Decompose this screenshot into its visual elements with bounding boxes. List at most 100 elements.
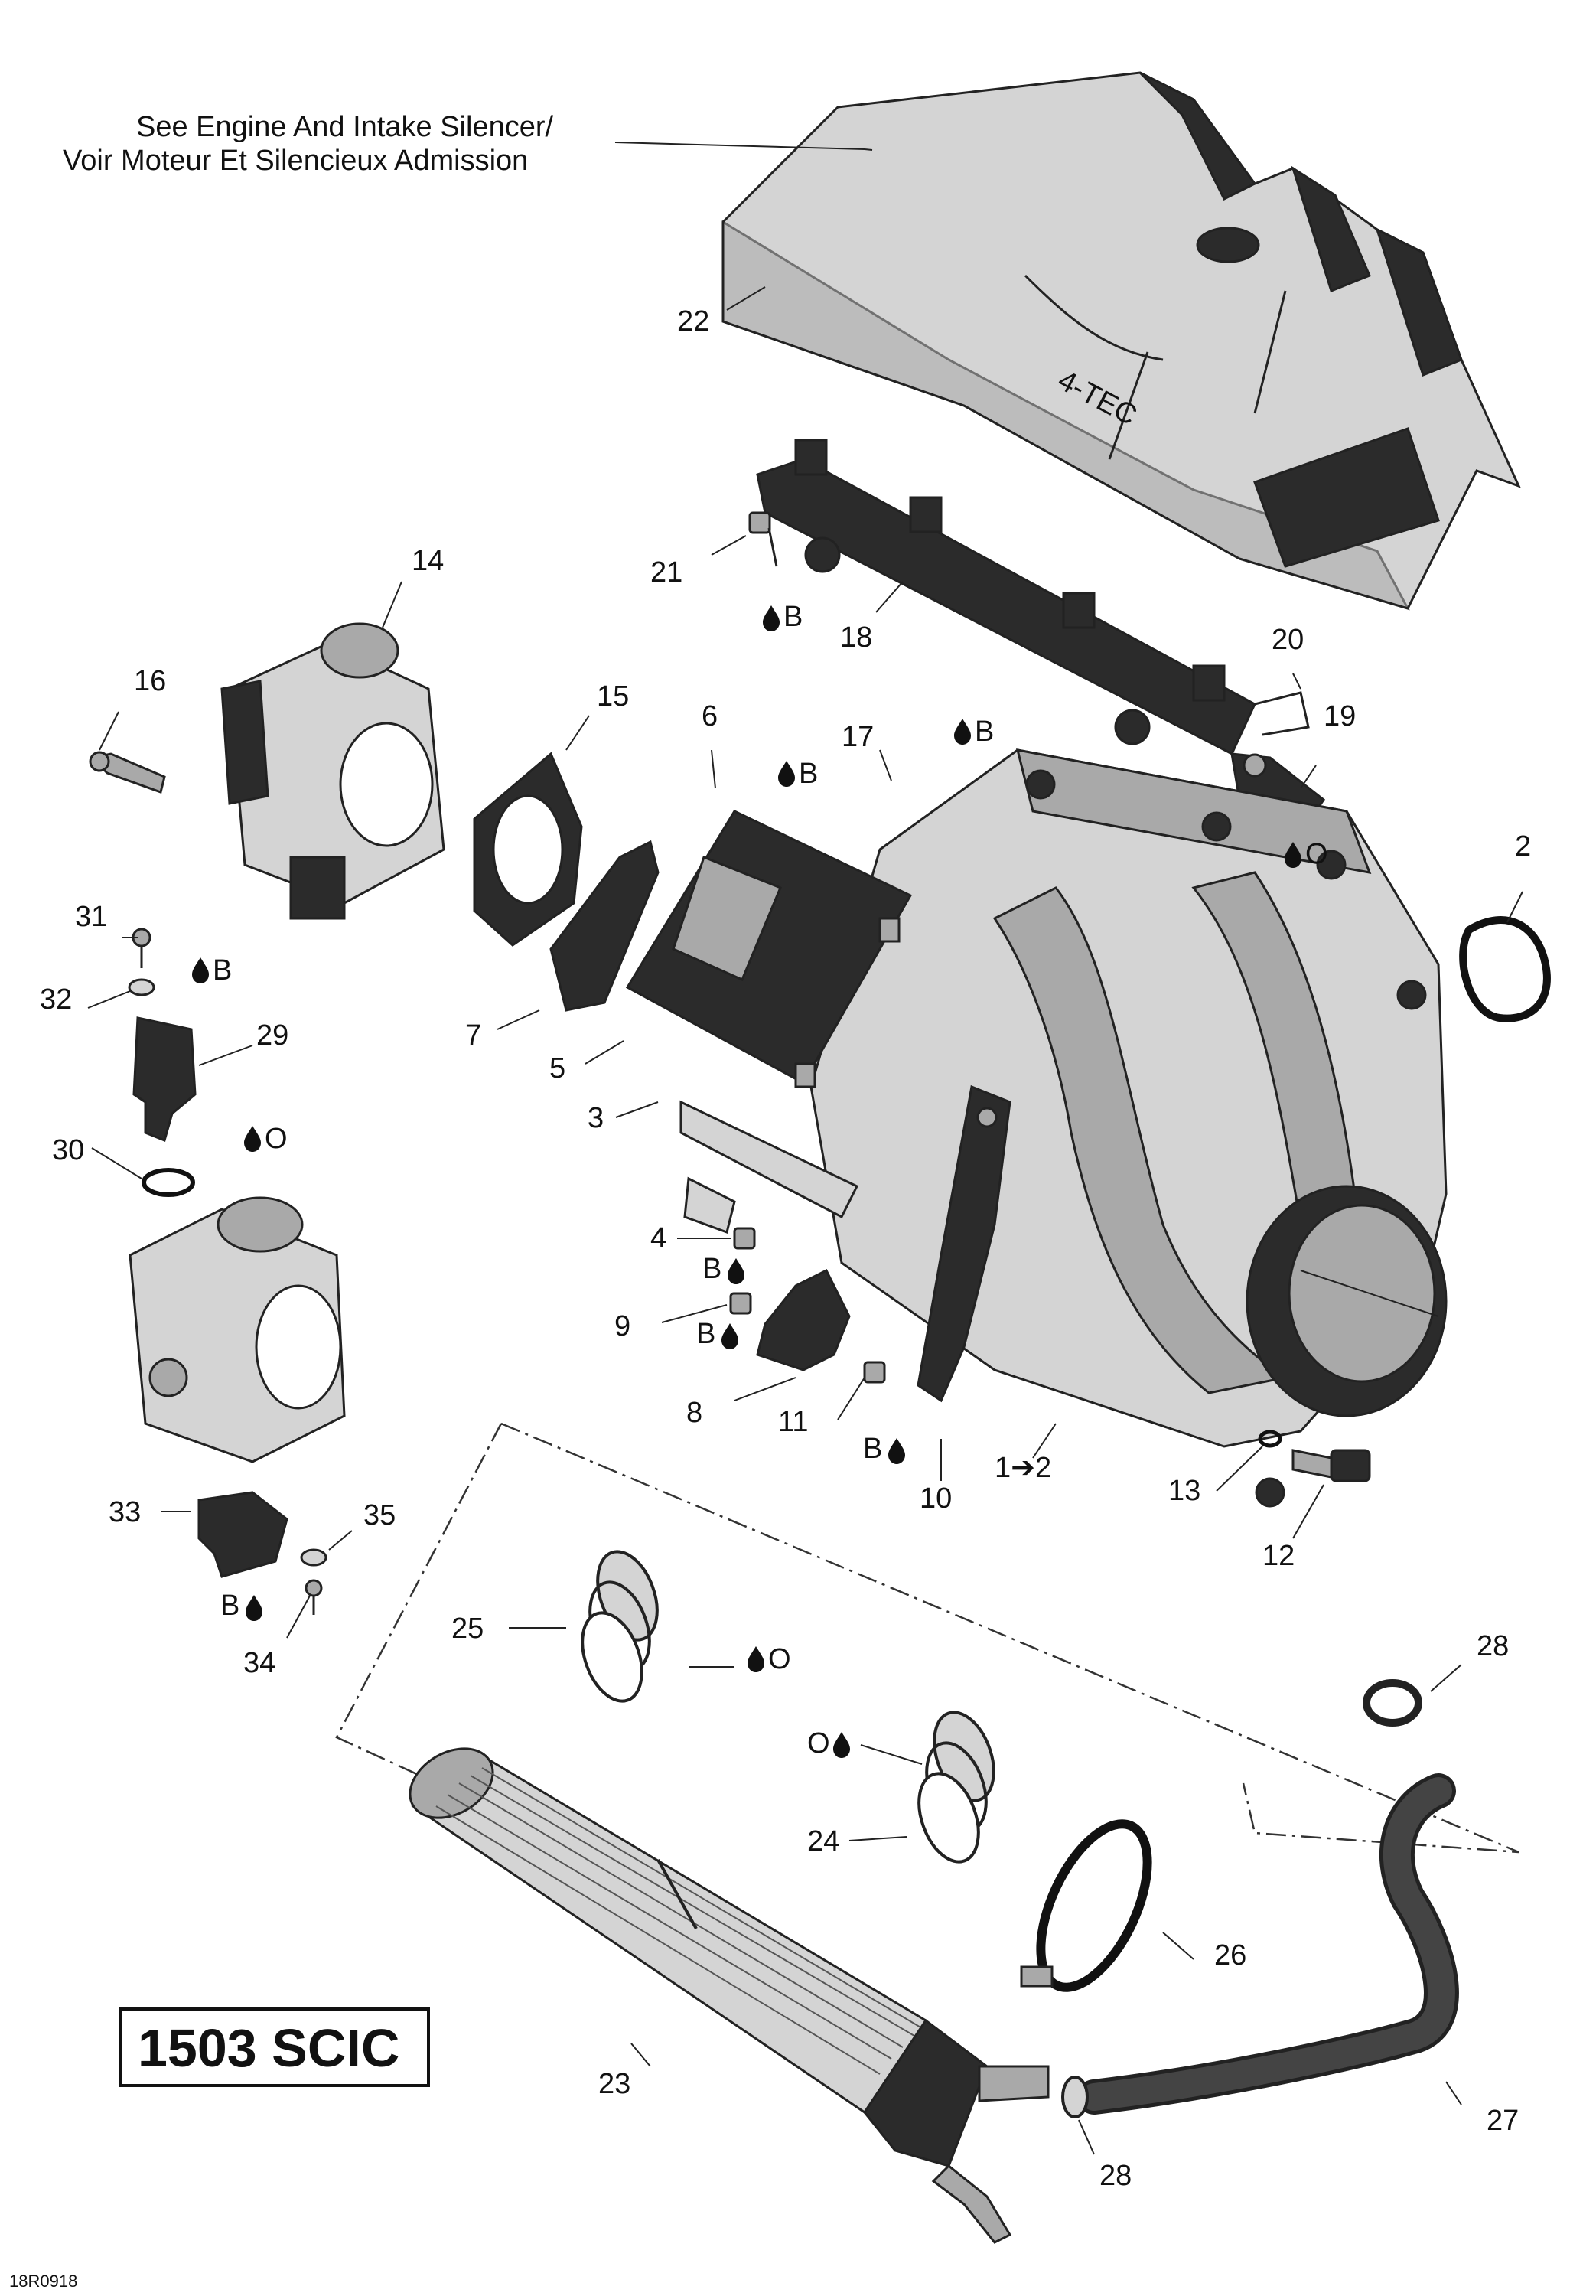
reference-note: See Engine And Intake Silencer/ Voir Mot… xyxy=(63,111,873,177)
callout-23: 23 xyxy=(598,2068,630,2100)
drop-icon xyxy=(833,1732,850,1758)
engine-cover-part-22: 4-TEC xyxy=(721,71,1521,611)
sleeve-part-25 xyxy=(581,1550,659,1703)
drop-icon xyxy=(748,1646,764,1672)
screw-part-4 xyxy=(733,1227,756,1250)
callout-8: 8 xyxy=(686,1397,702,1429)
screw-part-11 xyxy=(863,1361,886,1384)
callout-20: 20 xyxy=(1272,624,1304,656)
callout-24: 24 xyxy=(807,1825,839,1857)
symbol-19: O xyxy=(1305,838,1328,870)
callout-1: 1➔2 xyxy=(995,1452,1051,1484)
symbol-11: B xyxy=(863,1433,882,1465)
temp-sensor-part-12 xyxy=(1291,1449,1371,1482)
symbol-6: B xyxy=(799,758,818,790)
o-ring-part-30 xyxy=(142,1168,195,1197)
callout-22: 22 xyxy=(677,305,709,338)
callout-21: 21 xyxy=(650,556,682,589)
bracket-part-10 xyxy=(917,1084,1011,1403)
o-ring-part-13 xyxy=(1258,1430,1282,1448)
callout-13: 13 xyxy=(1168,1475,1200,1507)
callout-5: 5 xyxy=(549,1052,565,1084)
o-ring-part-2 xyxy=(1459,916,1551,1022)
throttle-body-part-14 xyxy=(220,622,445,920)
sensor-part-8 xyxy=(756,1268,851,1371)
callout-12: 12 xyxy=(1262,1540,1295,1572)
washer-part-35 xyxy=(300,1548,327,1567)
callout-10: 10 xyxy=(920,1482,952,1515)
drawing-code: 18R0918 xyxy=(9,2272,77,2291)
note-line-1: See Engine And Intake Silencer/ xyxy=(136,111,553,143)
callout-27: 27 xyxy=(1487,2105,1519,2137)
sensor-part-16 xyxy=(89,751,166,794)
callout-4: 4 xyxy=(650,1222,666,1254)
drop-icon xyxy=(778,761,795,787)
symbol-25: O xyxy=(768,1643,791,1675)
drop-icon xyxy=(244,1126,261,1152)
callout-26: 26 xyxy=(1214,1939,1246,1971)
intake-manifold-part-1 xyxy=(809,748,1448,1508)
drop-icon xyxy=(246,1595,262,1621)
callout-28-top: 28 xyxy=(1477,1630,1509,1662)
callout-31: 31 xyxy=(75,901,107,933)
model-caption-text: 1503 SCIC xyxy=(138,2018,399,2078)
bracket-part-3 xyxy=(679,1100,859,1234)
callout-19: 19 xyxy=(1324,700,1356,732)
module-part-5 xyxy=(625,810,913,1088)
hose-ring-part-28-bottom xyxy=(1061,2076,1089,2118)
symbol-34: B xyxy=(220,1590,239,1622)
callout-30: 30 xyxy=(52,1134,84,1166)
callout-labels: 1➔2 2 3 4 5 6 7 8 9 10 11 12 13 14 15 16… xyxy=(40,305,1531,2192)
drop-icon xyxy=(192,957,209,983)
bracket-part-7 xyxy=(549,840,660,1012)
callout-16: 16 xyxy=(134,665,166,697)
callout-7: 7 xyxy=(465,1019,481,1052)
drop-icon xyxy=(763,605,780,631)
hose-part-27 xyxy=(1076,1773,1459,2115)
drop-icon xyxy=(954,719,971,745)
washer-part-32 xyxy=(128,978,155,996)
callout-35: 35 xyxy=(363,1499,396,1531)
symbol-31: B xyxy=(213,954,232,987)
callout-29: 29 xyxy=(256,1019,288,1052)
callout-18: 18 xyxy=(840,621,872,654)
drop-icon xyxy=(728,1258,744,1284)
callout-25: 25 xyxy=(451,1613,484,1645)
screw-part-34 xyxy=(305,1579,323,1615)
sleeve-part-24 xyxy=(917,1711,995,1864)
symbol-17: B xyxy=(975,716,994,748)
symbol-4: B xyxy=(702,1253,721,1285)
symbol-9: B xyxy=(696,1318,715,1350)
symbol-30: O xyxy=(265,1123,288,1155)
gasket-part-15 xyxy=(473,752,583,947)
symbol-24: O xyxy=(807,1727,830,1760)
callout-28-bottom: 28 xyxy=(1099,2160,1132,2192)
clamp-part-26 xyxy=(1020,1819,1152,1992)
drop-icon xyxy=(721,1323,738,1349)
sensor-part-33 xyxy=(197,1491,288,1578)
callout-9: 9 xyxy=(614,1310,630,1342)
screw-part-9 xyxy=(729,1292,752,1315)
hose-ring-part-28-top xyxy=(1363,1679,1422,1727)
callout-17: 17 xyxy=(842,721,874,753)
throttle-body-lower xyxy=(129,1196,346,1463)
callout-11: 11 xyxy=(778,1406,808,1438)
callout-15: 15 xyxy=(597,680,629,713)
callout-34: 34 xyxy=(243,1647,275,1679)
note-line-2: Voir Moteur Et Silencieux Admission xyxy=(63,145,528,177)
clip-part-20 xyxy=(1254,691,1310,736)
drop-icon xyxy=(888,1438,905,1464)
callout-33: 33 xyxy=(109,1496,141,1528)
symbol-21: B xyxy=(783,601,803,633)
callout-32: 32 xyxy=(40,983,72,1016)
sensor-part-29 xyxy=(132,1016,197,1143)
lubricant-symbols: B B B O B O B B B B O O xyxy=(192,601,1328,1760)
callout-14: 14 xyxy=(412,545,444,577)
intercooler-part-23 xyxy=(409,1747,1050,2244)
callout-2: 2 xyxy=(1515,830,1531,863)
model-caption: 1503 SCIC xyxy=(119,2007,430,2087)
fuel-rail-part-18 xyxy=(756,439,1256,756)
leader-lines xyxy=(87,286,1523,2155)
callout-3: 3 xyxy=(588,1102,604,1134)
